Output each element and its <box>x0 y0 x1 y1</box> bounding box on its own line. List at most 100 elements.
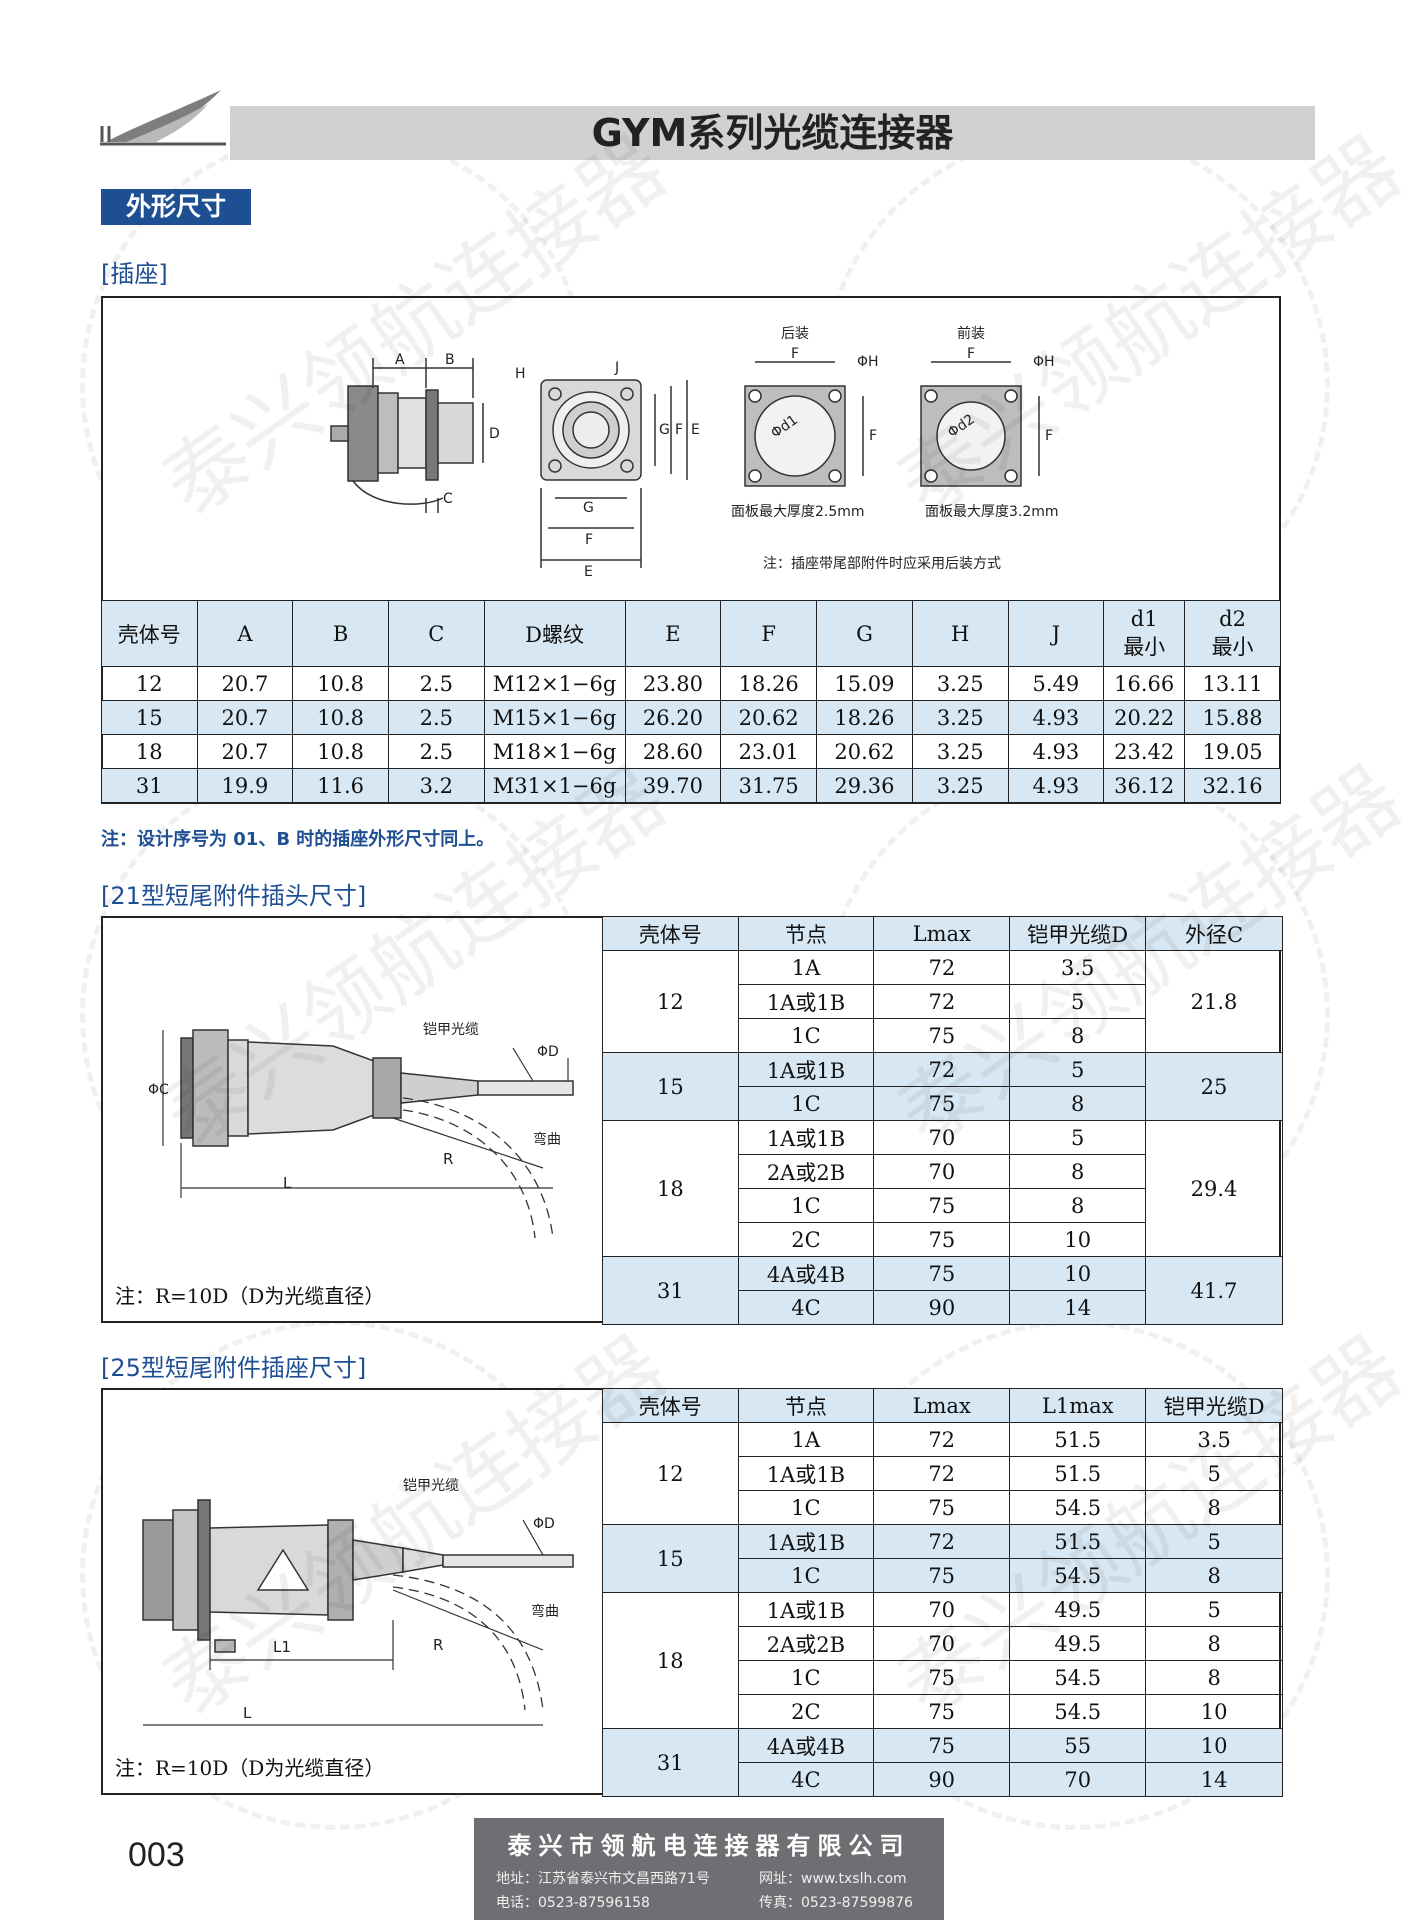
rear-panel-note: 面板最大厚度2.5mm <box>731 504 865 520</box>
svg-text:ΦH: ΦH <box>857 354 879 370</box>
table-cell: 72 <box>873 984 1011 1019</box>
table-cell: 8 <box>1009 1154 1147 1189</box>
svg-text:J: J <box>614 360 619 376</box>
table-cell: 49.5 <box>1009 1626 1147 1661</box>
table-cell: 5 <box>1009 1052 1147 1087</box>
table-cell: 1C <box>737 1660 875 1695</box>
table-cell: 20.7 <box>196 666 294 701</box>
table-cell: 18 <box>101 734 198 769</box>
table-cell: M12×1−6g <box>483 666 626 701</box>
svg-text:L1: L1 <box>273 1638 291 1656</box>
table-cell: 75 <box>873 1694 1011 1729</box>
table-cell: 2.5 <box>387 734 485 769</box>
table-cell: 1C <box>737 1558 875 1593</box>
table-cell: 5 <box>1145 1592 1283 1627</box>
table-header-cell: 铠甲光缆D <box>1009 916 1147 951</box>
table-cell: 3.25 <box>911 734 1009 769</box>
table-cell: 75 <box>873 1256 1011 1291</box>
table-header-cell: L1max <box>1009 1388 1147 1423</box>
section-title: 外形尺寸 <box>101 189 251 225</box>
table-cell: 70 <box>873 1120 1011 1155</box>
table-header-cell: 节点 <box>737 1388 875 1423</box>
front-panel-note: 面板最大厚度3.2mm <box>925 504 1059 520</box>
table-header-cell: A <box>196 600 294 667</box>
table-cell: M31×1−6g <box>483 768 626 803</box>
table-cell: 4.93 <box>1007 734 1105 769</box>
table-cell: 15.88 <box>1184 700 1281 735</box>
table-cell: 2C <box>737 1222 875 1257</box>
table-cell: 1C <box>737 1018 875 1053</box>
table-header-cell: 壳体号 <box>602 916 739 951</box>
table-cell: 55 <box>1009 1728 1147 1763</box>
table-cell: 20.7 <box>196 700 294 735</box>
table-cell: 75 <box>873 1086 1011 1121</box>
recep25-note: 注：R=10D（D为光缆直径） <box>115 1756 385 1780</box>
table-cell: 1C <box>737 1490 875 1525</box>
table-cell: 3.25 <box>911 768 1009 803</box>
table-cell: 5 <box>1145 1524 1283 1559</box>
table-cell: 8 <box>1009 1086 1147 1121</box>
table-header-cell: B <box>292 600 389 667</box>
table-cell: 8 <box>1009 1018 1147 1053</box>
table-cell: 10 <box>1009 1222 1147 1257</box>
table-cell: 72 <box>873 1456 1011 1491</box>
page-number: 003 <box>128 1836 185 1874</box>
table-cell: 2.5 <box>387 666 485 701</box>
table-cell: 1A <box>737 1422 875 1457</box>
table-cell: 20.62 <box>816 734 913 769</box>
table-cell: 1A或1B <box>737 1592 875 1627</box>
svg-text:R: R <box>443 1150 453 1168</box>
company-phone: 电话：0523-87596158 <box>496 1895 650 1911</box>
table-cell: 32.16 <box>1184 768 1281 803</box>
table-cell: 8 <box>1145 1626 1283 1661</box>
shell-size-cell: 31 <box>602 1728 739 1797</box>
table-cell: 23.01 <box>720 734 818 769</box>
table-header-cell: 节点 <box>737 916 875 951</box>
table-header-cell: Lmax <box>873 916 1011 951</box>
table-cell: 70 <box>873 1592 1011 1627</box>
table-cell: 70 <box>873 1626 1011 1661</box>
rear-mount-label: 后装 <box>781 326 809 342</box>
table-cell: 51.5 <box>1009 1524 1147 1559</box>
table-cell: 51.5 <box>1009 1422 1147 1457</box>
table-cell: 10 <box>1145 1728 1283 1763</box>
drawing-note: 注：插座带尾部附件时应采用后装方式 <box>763 555 1001 572</box>
table-cell: 23.80 <box>624 666 722 701</box>
receptacle-drawing: A B D C H J G F E G F E <box>330 325 1059 580</box>
shell-size-cell: 15 <box>602 1052 739 1121</box>
table-cell: 1C <box>737 1188 875 1223</box>
shell-size-cell: 12 <box>602 950 739 1053</box>
front-mount-label: 前装 <box>957 325 985 342</box>
svg-text:ΦD: ΦD <box>537 1044 559 1060</box>
shell-size-cell: 15 <box>602 1524 739 1593</box>
table-cell: 70 <box>1009 1762 1147 1797</box>
outer-diameter-cell: 21.8 <box>1145 950 1283 1053</box>
table-cell: 20.7 <box>196 734 294 769</box>
svg-text:ΦC: ΦC <box>148 1082 169 1098</box>
table-cell: 14 <box>1009 1290 1147 1325</box>
svg-text:G: G <box>659 422 670 438</box>
table-cell: 3.5 <box>1009 950 1147 985</box>
table-cell: 31 <box>101 768 198 803</box>
table-header-cell: C <box>387 600 485 667</box>
shell-size-cell: 18 <box>602 1592 739 1729</box>
svg-text:E: E <box>584 564 593 580</box>
table-cell: 54.5 <box>1009 1558 1147 1593</box>
header-bar <box>230 106 1315 160</box>
table-cell: 26.20 <box>624 700 722 735</box>
bend-label: 弯曲 <box>533 1131 561 1148</box>
